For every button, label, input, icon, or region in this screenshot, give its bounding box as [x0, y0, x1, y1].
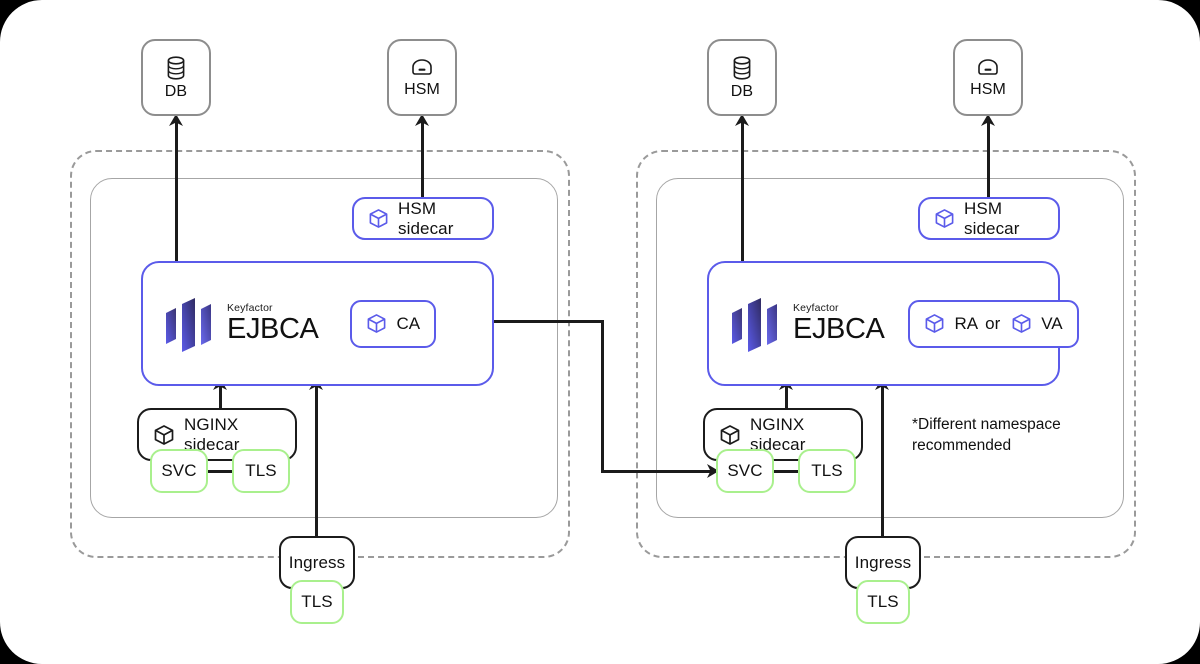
right-nginx-to-ejbca-connector: [785, 386, 788, 409]
keyfactor-logo-icon: [165, 295, 213, 353]
left-ejbca-wordmark: Keyfactor EJBCA: [227, 301, 319, 346]
cube-icon: [1011, 313, 1032, 334]
right-ejbca-pod[interactable]: Keyfactor EJBCA RA or VA: [707, 261, 1079, 386]
left-ingress-tls-node[interactable]: TLS: [290, 580, 344, 624]
left-ingress-to-ejbca-connector: [315, 386, 318, 538]
left-hsm-label: HSM: [404, 80, 440, 98]
cube-icon: [366, 313, 387, 334]
right-db-arrowhead: [735, 114, 749, 126]
database-icon: [732, 55, 752, 80]
right-db-label: DB: [730, 82, 754, 100]
left-ingress-tls-label: TLS: [301, 592, 333, 611]
right-hsm-label: HSM: [970, 80, 1006, 98]
cross-cluster-connector-seg1: [494, 320, 604, 323]
cube-icon: [153, 424, 175, 446]
left-ejbca-pod[interactable]: Keyfactor EJBCA CA: [141, 261, 494, 386]
left-role-chip-ca-label: CA: [396, 313, 421, 333]
right-hsm-sidecar-node[interactable]: HSM sidecar: [918, 197, 1060, 240]
left-svc-node[interactable]: SVC: [150, 449, 208, 493]
left-db-node[interactable]: DB: [141, 39, 211, 116]
right-keyfactor-text: Keyfactor: [793, 301, 839, 314]
hsm-icon: [410, 58, 434, 78]
left-ejbca-brand: Keyfactor EJBCA: [165, 295, 319, 353]
right-hsm-arrowhead: [981, 114, 995, 126]
left-keyfactor-text: Keyfactor: [227, 301, 273, 314]
right-svc-tls-link: [771, 470, 807, 473]
left-ejbca-text: EJBCA: [227, 313, 319, 346]
right-role-chip-separator: or: [985, 313, 1001, 333]
right-svc-label: SVC: [727, 461, 763, 480]
left-namespace-boundary: [90, 178, 558, 518]
left-nginx-sidecar-label: NGINX sidecar: [184, 414, 240, 454]
left-db-label: DB: [164, 82, 188, 100]
left-db-connector: [175, 120, 178, 262]
right-role-chip-ra-va[interactable]: RA or VA: [908, 299, 1079, 348]
hsm-icon: [976, 58, 1000, 78]
right-hsm-sidecar-label: HSM sidecar: [964, 198, 1020, 238]
right-ejbca-text: EJBCA: [793, 313, 885, 346]
right-role-chip-ra-label: RA: [954, 313, 979, 333]
right-tls-label: TLS: [811, 461, 843, 480]
cross-cluster-connector-seg2: [601, 320, 604, 472]
database-icon: [166, 55, 186, 80]
right-ingress-label: Ingress: [854, 552, 912, 572]
right-nginx-sidecar-label: NGINX sidecar: [750, 414, 806, 454]
left-hsm-connector: [421, 120, 424, 198]
right-ejbca-wordmark: Keyfactor EJBCA: [793, 301, 885, 346]
right-ejbca-brand: Keyfactor EJBCA: [731, 295, 885, 353]
right-ingress-tls-node[interactable]: TLS: [856, 580, 910, 624]
left-hsm-arrowhead: [415, 114, 429, 126]
keyfactor-logo-icon: [731, 295, 779, 353]
cube-icon: [368, 208, 389, 229]
right-db-node[interactable]: DB: [707, 39, 777, 116]
left-nginx-to-ejbca-connector: [219, 386, 222, 409]
left-tls-node[interactable]: TLS: [232, 449, 290, 493]
right-db-connector: [741, 120, 744, 262]
left-tls-label: TLS: [245, 461, 277, 480]
left-hsm-sidecar-node[interactable]: HSM sidecar: [352, 197, 494, 240]
right-role-chip-va-label: VA: [1041, 313, 1063, 333]
cube-icon: [719, 424, 741, 446]
cross-cluster-arrowhead: [707, 464, 719, 478]
left-svc-tls-link: [205, 470, 241, 473]
cross-cluster-connector-seg3: [601, 470, 711, 473]
left-role-chip-ca[interactable]: CA: [350, 299, 437, 348]
right-hsm-connector: [987, 120, 990, 198]
right-hsm-node[interactable]: HSM: [953, 39, 1023, 116]
cube-icon: [924, 313, 945, 334]
left-hsm-node[interactable]: HSM: [387, 39, 457, 116]
namespace-note: *Different namespace recommended: [912, 416, 1061, 454]
cube-icon: [934, 208, 955, 229]
right-tls-node[interactable]: TLS: [798, 449, 856, 493]
left-svc-label: SVC: [161, 461, 197, 480]
left-ingress-label: Ingress: [288, 552, 346, 572]
right-ingress-tls-label: TLS: [867, 592, 899, 611]
left-db-arrowhead: [169, 114, 183, 126]
left-hsm-sidecar-label: HSM sidecar: [398, 198, 454, 238]
right-ingress-to-ejbca-connector: [881, 386, 884, 538]
right-namespace-boundary: [656, 178, 1124, 518]
right-svc-node[interactable]: SVC: [716, 449, 774, 493]
